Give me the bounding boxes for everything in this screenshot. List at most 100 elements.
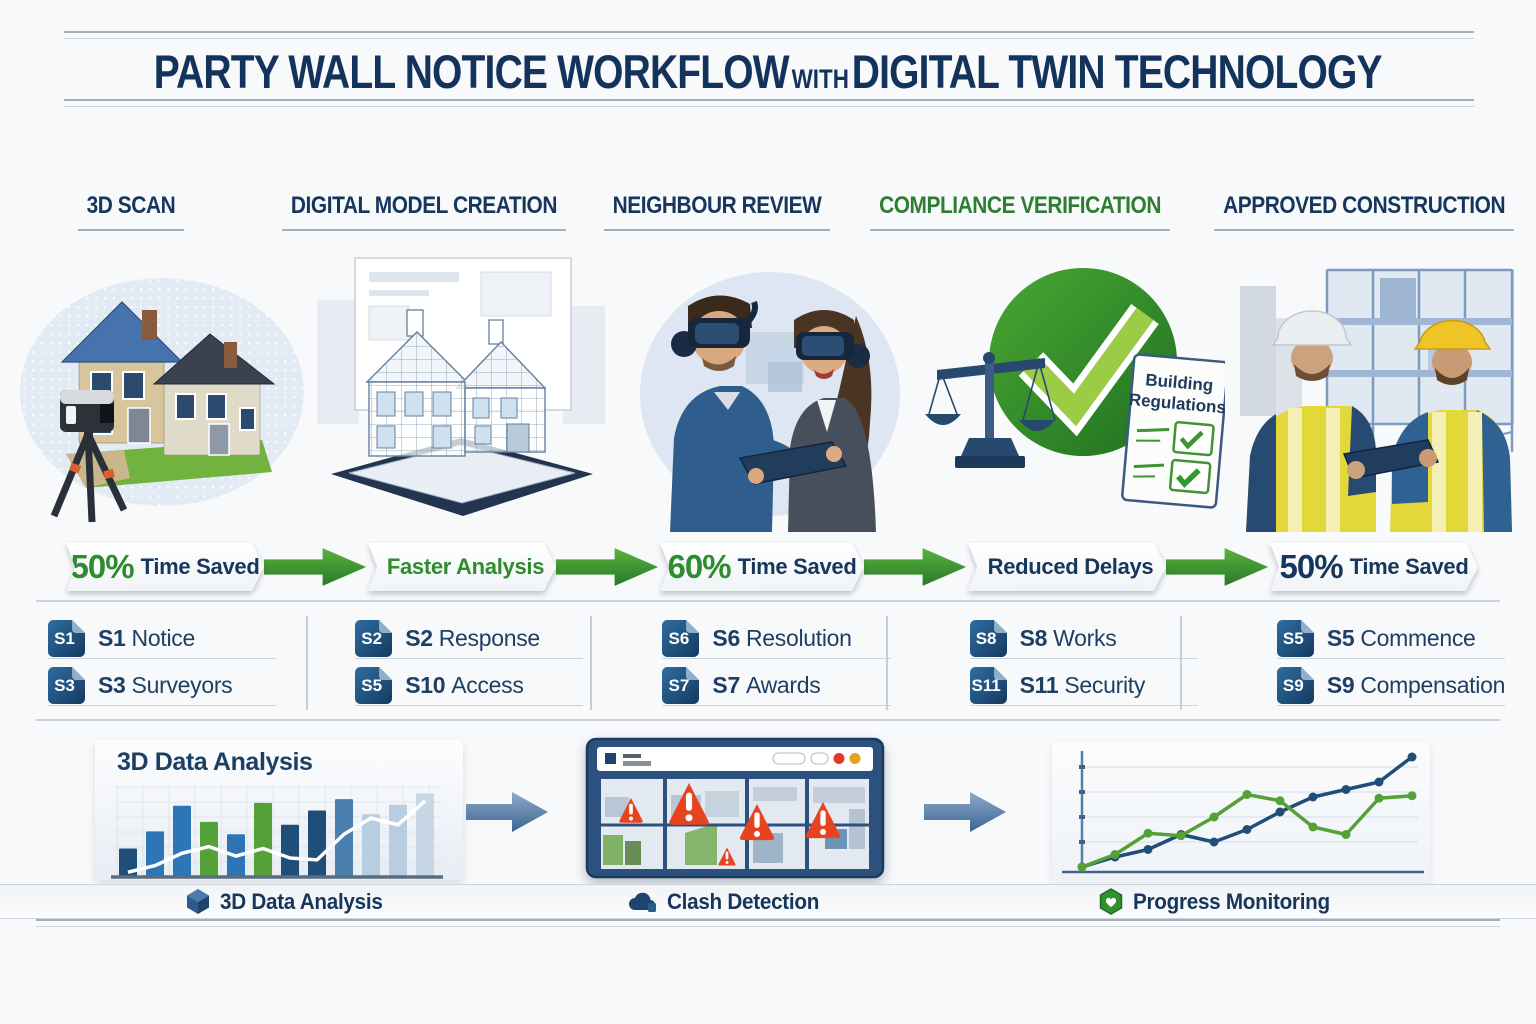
banner-text: Faster Analysis	[386, 554, 545, 579]
browser-logo-icon	[605, 753, 616, 764]
stage-title-neighbour-review: NEIGHBOUR REVIEW	[604, 192, 831, 231]
illustration-3d-scan	[0, 238, 307, 540]
top-divider	[64, 31, 1474, 39]
stage-title-construction: APPROVED CONSTRUCTION	[1214, 192, 1514, 231]
document-badge-icon: S6	[662, 619, 700, 657]
stage-title-compliance: COMPLIANCE VERIFICATION	[870, 192, 1170, 231]
caption-band: 3D Data Analysis Clash Detection Progres…	[0, 884, 1536, 919]
stage-title-model-creation: DIGITAL MODEL CREATION	[282, 192, 566, 231]
banner-reduced-delays: Reduced Delays	[968, 543, 1166, 591]
banner-percent: 50%	[70, 548, 134, 585]
document-badge-icon: S5	[1276, 619, 1314, 657]
banner-time-saved-1: 50% Time Saved	[66, 543, 264, 591]
document-badge-icon: S5	[355, 666, 393, 704]
document-badge-icon: S11	[969, 666, 1007, 704]
scanner-houses-illustration	[19, 278, 304, 523]
column-divider	[590, 616, 592, 710]
document-badge-icon: S7	[662, 666, 700, 704]
column-divider	[886, 616, 888, 710]
document-badge-icon: S2	[355, 619, 393, 657]
banner-text: Reduced Delays	[987, 554, 1154, 579]
illustration-construction	[1229, 238, 1536, 540]
green-arrow-icon	[264, 548, 367, 586]
document-badge-icon: S9	[1276, 666, 1314, 704]
clash-detection-window	[585, 737, 885, 890]
caption-clash-detection: Clash Detection	[628, 885, 829, 918]
blue-arrow-icon	[466, 792, 548, 832]
stage-title-3d-scan: 3D SCAN	[77, 192, 184, 231]
illustration-row: Building Regulations	[0, 238, 1536, 540]
banner-percent: 60%	[667, 548, 731, 585]
line-chart	[1062, 751, 1424, 874]
green-arrow-icon	[556, 548, 659, 586]
banner-percent: 50%	[1279, 548, 1343, 585]
banner-time-saved-3: 50% Time Saved	[1270, 543, 1478, 591]
green-arrow-icon	[1166, 548, 1269, 586]
title-part-2: DIGITAL TWIN TECHNOLOGY	[852, 45, 1383, 98]
page-title: PARTY WALL NOTICE WORKFLOW WITH DIGITAL …	[0, 44, 1536, 99]
workers-scaffold-illustration	[1240, 268, 1515, 532]
title-part-1: PARTY WALL NOTICE WORKFLOW	[154, 45, 790, 98]
progress-monitoring-panel	[1052, 742, 1430, 884]
banner-faster-analysis: Faster Analysis	[368, 543, 556, 591]
banner-text: Time Saved	[737, 554, 857, 579]
browser-pill-button	[772, 752, 806, 765]
blue-arrow-icon	[924, 792, 1006, 832]
column-divider	[306, 616, 308, 710]
section-divider	[36, 600, 1500, 602]
bar-chart	[111, 785, 443, 879]
document-badge-icon: S8	[969, 619, 1007, 657]
section-divider	[36, 719, 1500, 721]
illustration-digital-model	[307, 238, 614, 540]
column-divider	[1180, 616, 1182, 710]
banner-text: Time Saved	[1349, 554, 1469, 579]
vr-people-illustration	[640, 272, 900, 532]
document-badge-icon: S3	[48, 666, 85, 704]
illustration-compliance: Building Regulations	[922, 238, 1229, 540]
banner-text: Time Saved	[140, 554, 260, 579]
document-badge-icon: S1	[48, 619, 85, 657]
data-analysis-panel: 3D Data Analysis	[95, 740, 463, 880]
green-arrow-icon	[864, 548, 967, 586]
checkmark-scales-illustration: Building Regulations	[925, 268, 1226, 509]
panel-title: 3D Data Analysis	[117, 748, 313, 776]
illustration-vr-review	[614, 238, 921, 540]
benefit-banner-row: 50% Time Saved Faster Analysis 60% Time …	[66, 541, 1470, 593]
title-underline-divider	[64, 99, 1474, 107]
caption-progress-monitoring: Progress Monitoring	[1098, 885, 1342, 918]
bottom-divider	[36, 919, 1500, 927]
hexagon-check-icon	[1099, 888, 1123, 915]
cube-3d-icon	[187, 889, 209, 914]
stage-header-row: 3D SCAN DIGITAL MODEL CREATION NEIGHBOUR…	[0, 192, 1536, 231]
caption-3d-data-analysis: 3D Data Analysis	[185, 885, 393, 918]
browser-close-icon	[833, 753, 845, 764]
browser-pill-button	[810, 752, 829, 765]
